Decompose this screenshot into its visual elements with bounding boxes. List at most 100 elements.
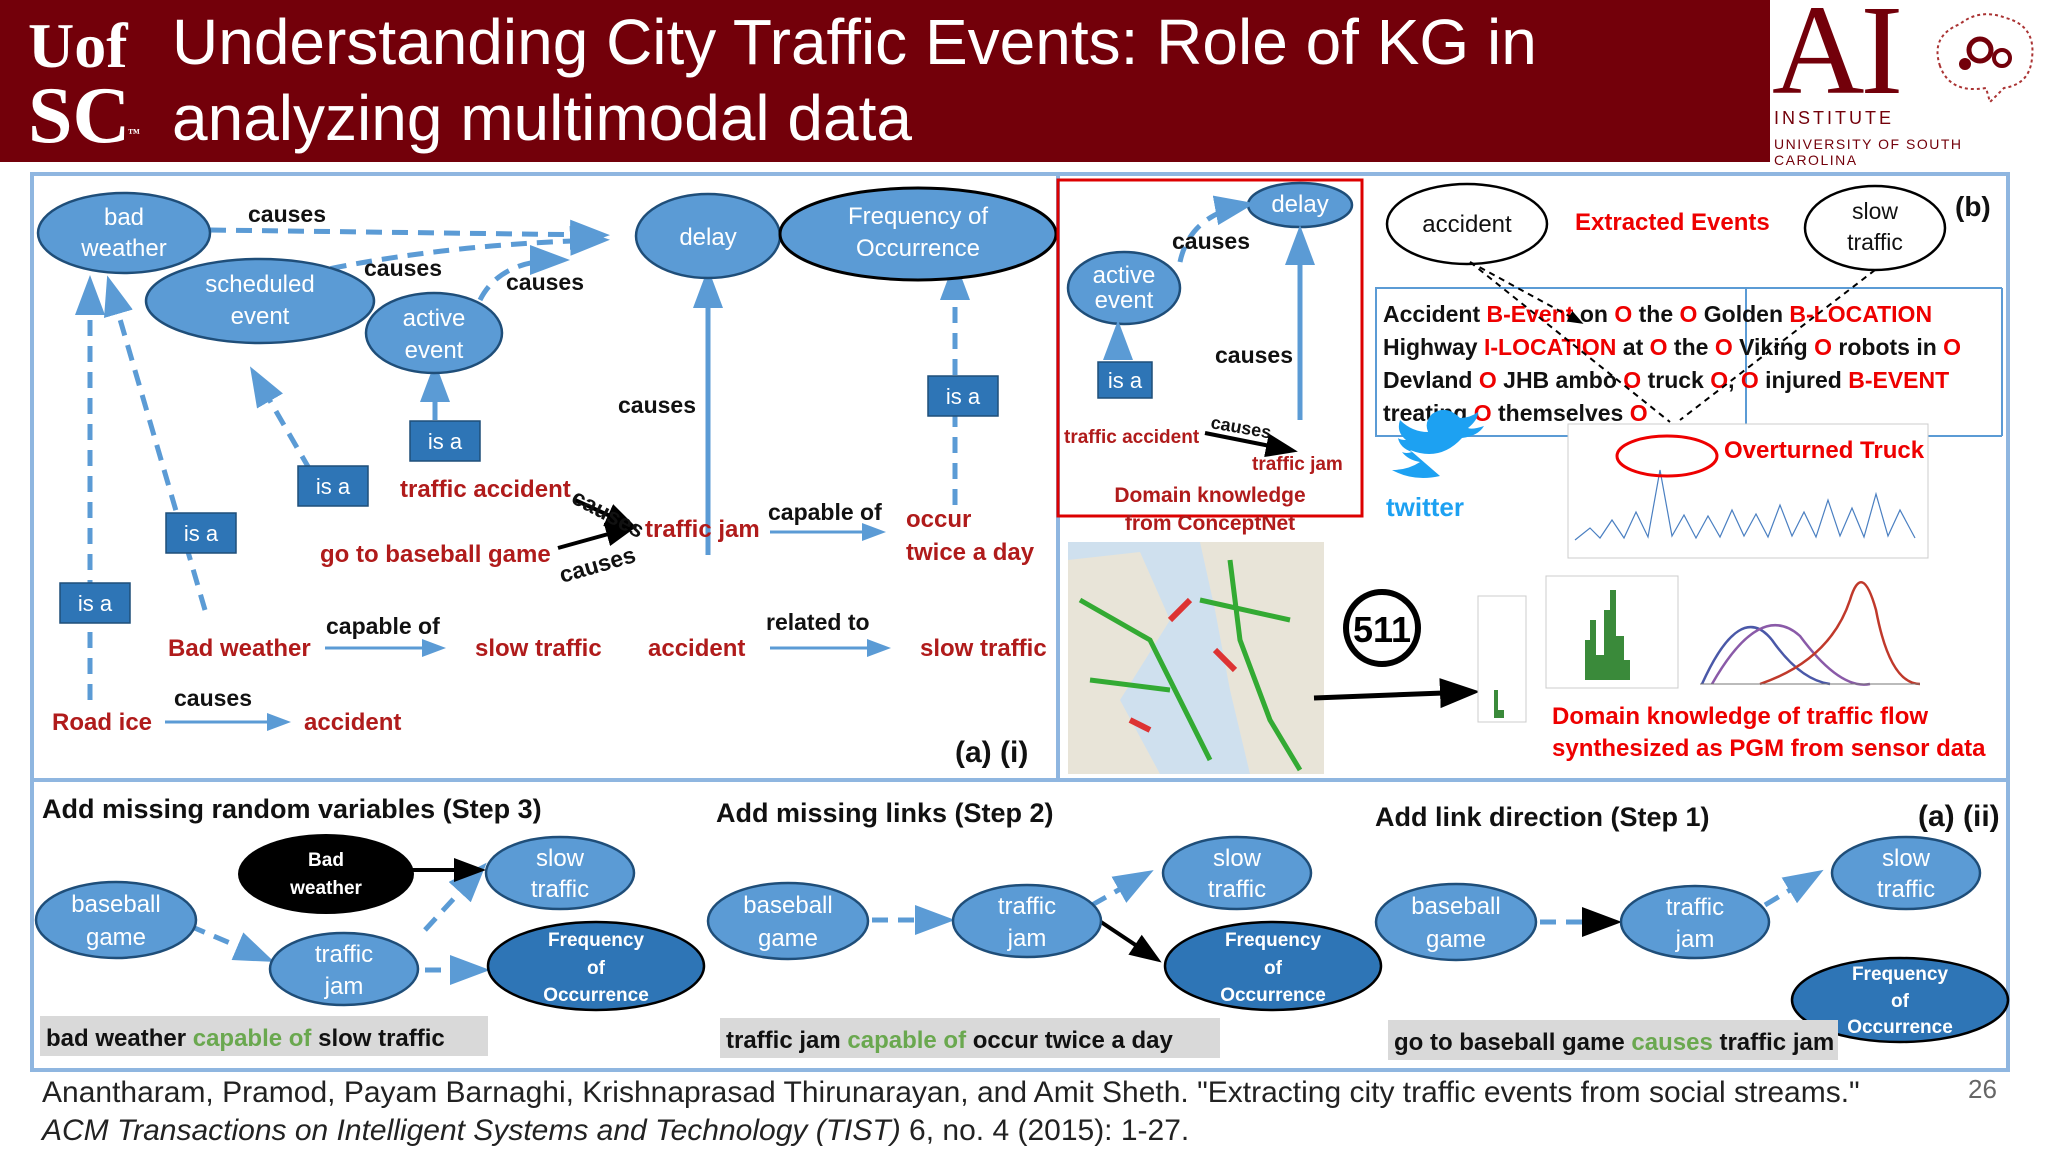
s1-caption-run-0: go to baseball game xyxy=(1394,1029,1631,1056)
cn-isa-box xyxy=(1097,361,1153,399)
s3-edge-baseball-jam xyxy=(189,923,275,962)
timeseries-frame xyxy=(1567,423,1929,559)
tweet-run-2-1: O xyxy=(1479,367,1497,393)
b-link-accident-bevent xyxy=(1469,261,1584,324)
isa-box-1 xyxy=(59,582,131,624)
tweet-run-2-5: O xyxy=(1710,367,1728,393)
edge-badweather-delay xyxy=(209,219,610,250)
s3-caption-run-2: slow traffic xyxy=(311,1025,444,1052)
s3-node-jam-l2: jam xyxy=(324,973,364,1000)
s3-node-badweather-l1: Bad xyxy=(308,850,344,871)
cn-isa-text: is a xyxy=(1108,368,1143,393)
s2-node-freq xyxy=(1163,920,1383,1012)
entity-twice-a-day: twice a day xyxy=(906,539,1035,566)
s2-caption-box xyxy=(720,1018,1220,1058)
edge-badweather2-isa xyxy=(104,275,208,611)
tweet-run-1-7: O xyxy=(1814,334,1832,360)
s3-node-freq xyxy=(486,920,706,1012)
logo-text-sc: SC xyxy=(28,72,131,160)
pgm-mixture-curves xyxy=(1700,580,1921,686)
s3-node-jam xyxy=(268,931,420,1007)
citation-authors: Anantharam, Pramod, Payam Barnaghi, Kris… xyxy=(42,1076,1860,1109)
pgm-caption-l2: synthesized as PGM from sensor data xyxy=(1552,735,1986,762)
tweet-run-0-4: the xyxy=(1632,301,1679,327)
timeseries-line xyxy=(1574,469,1916,541)
figure-frame xyxy=(30,172,2010,1072)
node-scheduled-event xyxy=(144,257,376,345)
tweet-run-1-0: Highway xyxy=(1383,334,1484,360)
overturned-highlight xyxy=(1615,434,1719,478)
node-scheduled-l1: scheduled xyxy=(205,271,314,298)
s1-caption-box xyxy=(1388,1020,1838,1060)
s1-node-baseball-l2: game xyxy=(1426,926,1486,953)
header-bar xyxy=(0,0,2048,162)
s2-edge-jam-slow xyxy=(1090,870,1154,908)
label-causes-4: causes xyxy=(618,392,696,418)
cn-traffic-jam: traffic jam xyxy=(1252,454,1343,475)
cn-node-delay-text: delay xyxy=(1271,191,1328,218)
s1-edge-jam-slow xyxy=(1763,869,1824,908)
node-active-l1: active xyxy=(403,305,466,332)
s1-node-baseball xyxy=(1374,882,1538,962)
isa-text-1: is a xyxy=(78,591,113,616)
tweet-run-2-2: JHB ambo xyxy=(1497,367,1624,393)
cn-label-causes-3: causes xyxy=(1209,412,1273,442)
tweet-run-1-3: O xyxy=(1650,334,1668,360)
tweet-run-0-1: B-Event xyxy=(1487,301,1574,327)
s1-caption-run-2: traffic jam xyxy=(1713,1029,1834,1056)
entity-traffic-jam: traffic jam xyxy=(645,516,760,543)
isa-box-3 xyxy=(297,465,369,507)
tweet-run-1-8: robots in xyxy=(1832,334,1943,360)
page-number: 26 xyxy=(1968,1074,1997,1104)
s2-node-slow xyxy=(1161,835,1313,911)
s2-node-baseball-l2: game xyxy=(758,925,818,952)
s3-node-slow-l2: traffic xyxy=(531,876,589,903)
tweet-run-1-2: at xyxy=(1616,334,1649,360)
node-bad-weather xyxy=(36,191,212,275)
map-roads-red xyxy=(1128,597,1238,733)
s2-caption: traffic jam capable of occur twice a day xyxy=(726,1027,1173,1054)
cn-label-causes-2: causes xyxy=(1215,342,1293,368)
ai-logo-university: UNIVERSITY OF SOUTH CAROLINA xyxy=(1774,136,1963,168)
entity-go-to-baseball: go to baseball game xyxy=(320,541,551,568)
node-active-l2: event xyxy=(405,337,464,364)
histogram-small xyxy=(1477,595,1527,723)
tweet-box xyxy=(1375,287,1747,437)
s2-edge-jam-freq xyxy=(1096,918,1162,963)
node-active-event xyxy=(364,291,504,375)
s2-caption-run-2: occur twice a day xyxy=(966,1027,1173,1054)
tweet-run-1-4: the xyxy=(1668,334,1715,360)
histogram-small-frame xyxy=(1477,595,1527,723)
s3-node-freq-l1: Frequency xyxy=(548,930,645,951)
citation-volume: 6, no. 4 (2015): 1-27. xyxy=(900,1114,1190,1147)
s3-node-bad-weather xyxy=(238,834,414,914)
sensor-badge-text: 511 xyxy=(1353,609,1411,650)
rel-capable-of-1: capable of xyxy=(768,499,882,525)
s3-node-baseball xyxy=(34,880,198,960)
s2-caption-run-0: traffic jam xyxy=(726,1027,847,1054)
rel-capable-of-2: capable of xyxy=(326,613,440,639)
rel-related-to: related to xyxy=(766,609,870,635)
rel-causes-baseball: causes xyxy=(556,541,638,587)
tweet-run-1-6: Viking xyxy=(1733,334,1814,360)
entity-slow-traffic-2: slow traffic xyxy=(920,635,1047,662)
s1-node-slow-l1: slow xyxy=(1882,845,1931,872)
b-link-accident-o xyxy=(1469,261,1671,423)
logo-tm: ™ xyxy=(128,126,140,140)
entity-bad-weather: Bad weather xyxy=(168,635,311,662)
tweet-run-3-1: O xyxy=(1474,400,1492,426)
s3-node-badweather-l2: weather xyxy=(289,878,362,899)
tweet-run-1-9: O xyxy=(1943,334,1961,360)
timeseries-chart: Overturned Truck xyxy=(1567,423,1929,559)
map-roads-green xyxy=(1078,559,1303,772)
node-frequency xyxy=(778,186,1058,282)
step3-title: Add missing random variables (Step 3) xyxy=(42,794,542,824)
tweet-run-0-2: on xyxy=(1573,301,1614,327)
s2-node-slow-l1: slow xyxy=(1213,845,1262,872)
citation: Anantharam, Pramod, Payam Barnaghi, Kris… xyxy=(42,1074,1922,1150)
edge-active-delay xyxy=(477,245,570,302)
s1-node-baseball-l1: baseball xyxy=(1411,893,1500,920)
s2-node-jam-l2: jam xyxy=(1007,925,1047,952)
label-a-ii: (a) (ii) xyxy=(1918,800,2000,833)
arrow-sensor-pgm xyxy=(1313,678,1480,709)
